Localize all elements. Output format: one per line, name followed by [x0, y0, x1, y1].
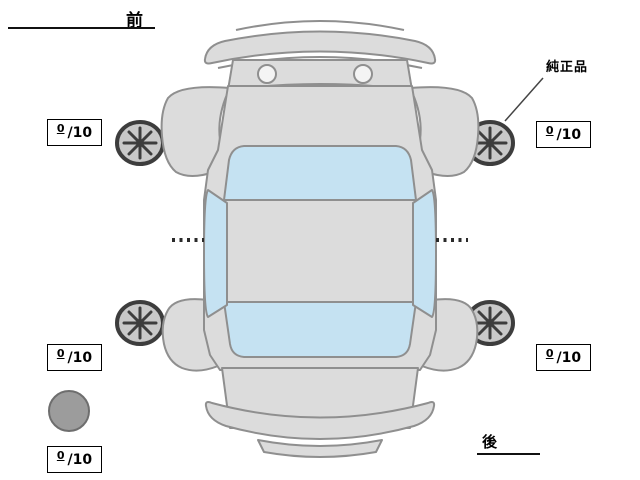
genuine-part-pointer-line — [504, 77, 544, 122]
front-underline — [8, 27, 155, 29]
right-side-window-glass — [412, 189, 437, 318]
tire-score-denominator: /10 — [556, 349, 582, 366]
tire-score-rear-right: 0 /10 — [536, 344, 591, 371]
front-right-wheel-icon — [465, 120, 515, 166]
tire-score-denominator: /10 — [556, 126, 582, 143]
front-left-wheel-icon — [115, 120, 165, 166]
genuine-part-label: 純正品 — [546, 60, 589, 75]
tire-score-value: 0 — [545, 124, 554, 137]
tire-score-spare: 0 /10 — [47, 446, 102, 473]
tire-score-denominator: /10 — [67, 349, 93, 366]
tire-score-front-right: 0 /10 — [536, 121, 591, 148]
tire-score-front-left: 0 /10 — [47, 119, 102, 146]
tire-score-value: 0 — [545, 347, 554, 360]
tire-score-value: 0 — [56, 347, 65, 360]
rear-underline — [477, 453, 540, 455]
tire-score-value: 0 — [56, 122, 65, 135]
rear-label: 後 — [482, 433, 498, 451]
tire-score-denominator: /10 — [67, 451, 93, 468]
tire-score-denominator: /10 — [67, 124, 93, 141]
windshield-glass — [223, 145, 417, 201]
tire-score-value: 0 — [56, 449, 65, 462]
rear-left-wheel-icon — [115, 300, 165, 346]
left-side-window-glass — [203, 189, 228, 318]
tire-score-rear-left: 0 /10 — [47, 344, 102, 371]
rear-window-glass — [223, 301, 417, 358]
spare-tire-icon — [48, 390, 90, 432]
front-label: 前 — [126, 11, 143, 31]
